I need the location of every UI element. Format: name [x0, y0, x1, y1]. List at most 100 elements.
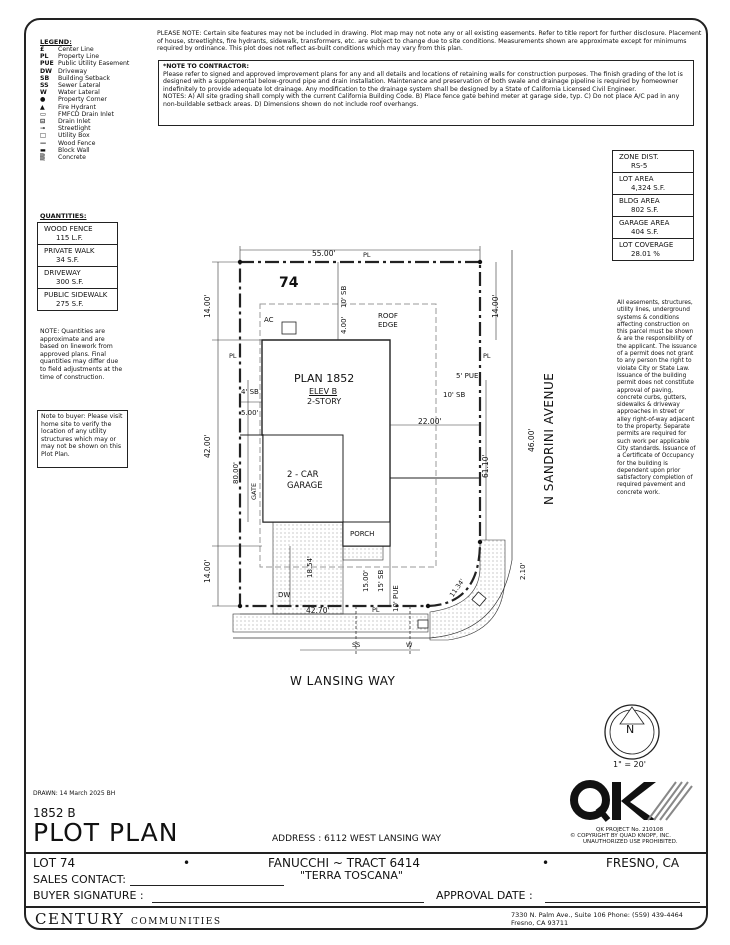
dim-sb-top: 10' SB	[340, 285, 348, 308]
tb-city: FRESNO, CA	[606, 856, 680, 870]
garage-label-1: 2 - CAR	[287, 470, 319, 480]
pl-label-bottom: PL	[372, 606, 380, 614]
dim-eighteen-54: 18.54'	[306, 556, 314, 578]
legend-symbol: □Utility Box	[40, 132, 90, 140]
tb-lot: LOT 74	[33, 856, 76, 870]
dim-forty-six: 46.00'	[527, 428, 536, 452]
plan-elevation: ELEV B	[309, 387, 338, 396]
dim-five-00: 5.00'	[241, 409, 259, 417]
dim-ten-sb-right: 10' SB	[443, 391, 466, 399]
lot-number: 74	[279, 275, 299, 291]
plan-stories: 2-STORY	[307, 397, 342, 406]
legend-symbol: ●Property Corner	[40, 96, 107, 104]
pl-label-top: PL	[363, 251, 371, 259]
dim-ten-pue: 10' PUE	[392, 585, 400, 612]
legend-symbol: ▬Block Wall	[40, 146, 90, 154]
fmfcd-inlet-icon: ▭	[40, 110, 46, 118]
logo-copyright: © COPYRIGHT BY QUAD KNOPF, INC.	[570, 833, 671, 839]
contractor-note-body: Please refer to signed and approved impr…	[163, 70, 685, 93]
plan-code: 1852 B	[33, 806, 76, 820]
page-title: PLOT PLAN	[33, 818, 179, 847]
drain-inlet-icon: ⊟	[40, 118, 46, 126]
dim-top: 55.00'	[312, 249, 336, 258]
tb-bullet: •	[542, 856, 550, 870]
dw-label: DW	[278, 591, 291, 599]
tb-buyer-signature: BUYER SIGNATURE :	[33, 889, 144, 902]
logo-unauth: UNAUTHORIZED USE PROHIBITED.	[583, 839, 678, 845]
pl-label-right: PL	[483, 352, 491, 360]
north-arrow-icon	[604, 704, 660, 760]
buyer-signature-line[interactable]	[152, 902, 424, 903]
concrete-icon: ▒	[40, 154, 45, 162]
dim-fifteen-00: 15.00'	[362, 570, 370, 592]
porch-label: PORCH	[350, 530, 375, 538]
dim-left-bottom: 14.00'	[203, 559, 212, 583]
tb-bullet: •	[183, 856, 191, 870]
logo-project: QK PROJECT No. 210108	[596, 827, 664, 833]
company-address-2: Fresno, CA 93711	[511, 919, 569, 927]
wood-fence-icon: —	[40, 139, 47, 147]
plan-name: PLAN 1852	[294, 372, 355, 385]
legend-symbol: ▭FMFCD Drain Inlet	[40, 110, 114, 118]
dim-four-sb: 4' SB	[241, 388, 259, 396]
quantities-note: NOTE: Quantities are approximate and are…	[40, 328, 125, 381]
dim-right-14: 14.00'	[491, 294, 500, 318]
sales-contact-line[interactable]	[130, 885, 284, 886]
dim-bottom: 42.70'	[306, 606, 330, 615]
title-block-divider	[26, 852, 706, 854]
block-wall-icon: ▬	[40, 146, 46, 154]
ac-label: AC	[264, 316, 274, 324]
scale-label: 1" = 20'	[613, 760, 646, 769]
tb-sales-contact: SALES CONTACT:	[33, 873, 126, 886]
approval-date-line[interactable]	[545, 902, 700, 903]
quantities-title: QUANTITIES:	[40, 212, 87, 220]
tb-approval-date: APPROVAL DATE :	[436, 889, 533, 902]
drawn-label: DRAWN: 14 March 2025 BH	[33, 790, 116, 797]
page-frame	[24, 18, 708, 930]
street-right: N SANDRINI AVENUE	[542, 372, 556, 505]
dim-twenty-two: 22.00'	[418, 417, 442, 426]
buyer-note-box: Note to buyer: Please visit home site to…	[37, 410, 128, 468]
address: ADDRESS : 6112 WEST LANSING WAY	[272, 834, 441, 844]
property-corner-icon: ●	[40, 96, 46, 104]
w-label: W	[406, 641, 413, 649]
dim-left-mid: 42.00'	[203, 434, 212, 458]
north-letter: N	[626, 723, 635, 736]
contractor-note-notes: NOTES: A) All site grading shall comply …	[163, 93, 682, 108]
dim-four-00: 4.00'	[340, 316, 348, 334]
dim-five-pue: 5' PUE	[456, 372, 479, 380]
dim-fifteen-sb: 15' SB	[377, 569, 385, 592]
tb-tract: FANUCCHI ~ TRACT 6414	[268, 856, 421, 870]
ss-label: SS	[352, 641, 361, 649]
dim-left-top: 14.00'	[203, 294, 212, 318]
fire-hydrant-icon: ▲	[40, 103, 45, 111]
legend-symbol: —Wood Fence	[40, 139, 96, 147]
dim-eighty: 80.00'	[232, 462, 240, 484]
pl-label-left: PL	[229, 352, 237, 360]
tb-subdivision: "TERRA TOSCANA"	[300, 869, 403, 882]
legend-title: LEGEND:	[40, 38, 72, 46]
general-note: PLEASE NOTE: Certain site features may n…	[157, 30, 704, 53]
utility-box-icon: □	[40, 132, 46, 140]
gate-label: GATE	[250, 482, 258, 500]
dim-two-10: 2.10'	[519, 562, 527, 580]
contractor-note-box: *NOTE TO CONTRACTOR: Please refer to sig…	[158, 60, 694, 126]
garage-label-2: GARAGE	[287, 481, 323, 491]
company-name: CENTURY COMMUNITIES	[35, 910, 222, 928]
company-address-1: 7330 N. Palm Ave., Suite 106 Phone: (559…	[511, 911, 683, 919]
